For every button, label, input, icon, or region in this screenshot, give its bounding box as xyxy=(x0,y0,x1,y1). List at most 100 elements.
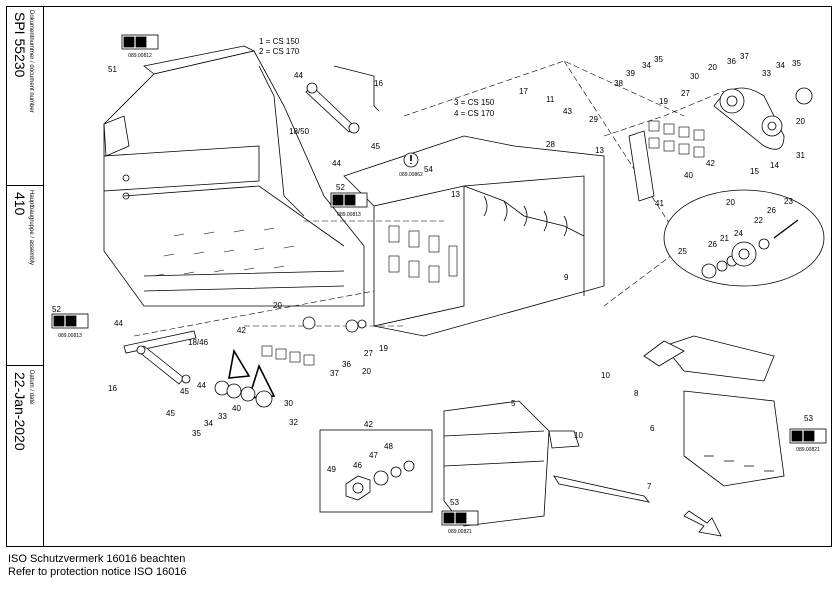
callout-label: 20 xyxy=(708,63,717,72)
lower-belt-drive xyxy=(214,316,367,408)
callout-label: 52 xyxy=(336,183,345,192)
callout-label: 37 xyxy=(330,369,339,378)
assembly-number: 410 xyxy=(12,192,28,216)
callout-label: 10 xyxy=(601,371,610,380)
variant-note-2: 2 = CS 170 xyxy=(259,47,300,56)
callout-label: 42 xyxy=(364,420,373,429)
belt-drive xyxy=(628,87,813,202)
callout-label: 26 xyxy=(767,206,776,215)
date-value: 22-Jan-2020 xyxy=(12,372,28,451)
callout-label: 34 xyxy=(204,419,213,428)
callout-label: 37 xyxy=(740,52,749,61)
callout-label: 25 xyxy=(678,247,687,256)
svg-text:089.00821: 089.00821 xyxy=(796,447,820,453)
callout-label: 38 xyxy=(614,79,623,88)
callout-label: 52 xyxy=(52,305,61,314)
callout-label: 44 xyxy=(114,319,123,328)
callout-label: 34 xyxy=(776,61,785,70)
callout-label: 27 xyxy=(364,349,373,358)
callout-label: 18/46 xyxy=(188,338,209,347)
warning-label-52b: 089.00813 xyxy=(51,313,89,339)
callout-label: 35 xyxy=(792,59,801,68)
callout-label: 24 xyxy=(734,229,743,238)
callout-label: 46 xyxy=(353,461,362,470)
callout-label: 13 xyxy=(451,190,460,199)
callout-label: 45 xyxy=(166,409,175,418)
callout-label: 41 xyxy=(655,199,664,208)
callout-label: 19 xyxy=(659,97,668,106)
callout-label: 20 xyxy=(726,198,735,207)
callout-label: 44 xyxy=(197,381,206,390)
callout-label: 49 xyxy=(327,465,336,474)
warning-label-53a: 089.00821 xyxy=(441,510,479,535)
callout-label: 20 xyxy=(273,301,282,310)
callout-label: 29 xyxy=(589,115,598,124)
callout-label: 44 xyxy=(332,159,341,168)
callout-label: 31 xyxy=(796,151,805,160)
callout-label: 7 xyxy=(647,482,652,491)
assembly-label: Hauptbaugruppe / assembly xyxy=(28,190,34,266)
callout-label: 42 xyxy=(237,326,246,335)
callout-label: 11 xyxy=(546,95,555,104)
variant-note-3: 3 = CS 150 xyxy=(454,98,495,107)
callout-label: 45 xyxy=(180,387,189,396)
callout-label: 15 xyxy=(750,167,759,176)
callout-label: 22 xyxy=(754,216,763,225)
callout-label: 34 xyxy=(642,61,651,70)
callout-label: 48 xyxy=(384,442,393,451)
callout-label: 23 xyxy=(784,197,793,206)
callout-label: 51 xyxy=(108,65,117,74)
doc-number-label: Dokumentnummer / document number xyxy=(28,10,34,113)
callout-label: 9 xyxy=(564,273,569,282)
svg-text:089.00812: 089.00812 xyxy=(128,53,152,59)
title-block: Dokumentnummer / document number SPI 552… xyxy=(6,6,44,547)
svg-text:089.00862: 089.00862 xyxy=(399,172,423,178)
hopper-guard xyxy=(103,45,365,307)
callout-label: 26 xyxy=(708,240,717,249)
callout-label: 10 xyxy=(574,431,583,440)
assembly-cell: Hauptbaugruppe / assembly 410 xyxy=(6,186,44,366)
callout-label: 36 xyxy=(342,360,351,369)
callout-label: 27 xyxy=(681,89,690,98)
callout-label: 40 xyxy=(232,404,241,413)
callout-label: 40 xyxy=(684,171,693,180)
callout-label: 53 xyxy=(450,498,459,507)
drawing-frame xyxy=(6,6,832,547)
date-label: Datum / date xyxy=(28,370,34,405)
callout-label: 43 xyxy=(563,107,572,116)
callout-label: 35 xyxy=(192,429,201,438)
callout-label: 20 xyxy=(796,117,805,126)
callout-label: 33 xyxy=(762,69,771,78)
exploded-assembly-drawing: 089.00812 089.00862 089.00813 089.00813 … xyxy=(51,34,827,537)
svg-text:089.00821: 089.00821 xyxy=(448,529,472,535)
callout-label: 36 xyxy=(727,57,736,66)
protection-notice: ISO Schutzvermerk 16016 beachten Refer t… xyxy=(8,553,187,579)
detail-42-box xyxy=(319,429,433,513)
guard-8-6 xyxy=(643,335,785,487)
callout-label: 13 xyxy=(595,146,604,155)
warning-label-53b: 089.00821 xyxy=(789,428,827,453)
cylinder-18-50 xyxy=(305,65,380,134)
svg-text:089.00813: 089.00813 xyxy=(58,333,82,339)
callout-label: 45 xyxy=(371,142,380,151)
callout-label: 14 xyxy=(770,161,779,170)
callout-label: 19 xyxy=(379,344,388,353)
warning-label-51: 089.00812 xyxy=(121,34,159,59)
callout-label: 33 xyxy=(218,412,227,421)
footer-line-de: ISO Schutzvermerk 16016 beachten xyxy=(8,553,186,565)
callout-label: 16 xyxy=(374,79,383,88)
warning-label-54: 089.00862 xyxy=(399,152,423,178)
doc-number-cell: Dokumentnummer / document number SPI 552… xyxy=(6,6,44,186)
warning-label-52a: 089.00813 xyxy=(330,192,368,218)
frame-plate xyxy=(343,135,605,337)
strip-7 xyxy=(548,430,651,503)
callout-label: 32 xyxy=(289,418,298,427)
callout-label: 39 xyxy=(626,69,635,78)
callout-label: 42 xyxy=(706,159,715,168)
callout-label: 6 xyxy=(650,424,655,433)
callout-label: 47 xyxy=(369,451,378,460)
callout-label: 35 xyxy=(654,55,663,64)
callout-label: 21 xyxy=(720,234,729,243)
callout-label: 53 xyxy=(804,414,813,423)
callout-label: 44 xyxy=(294,71,303,80)
